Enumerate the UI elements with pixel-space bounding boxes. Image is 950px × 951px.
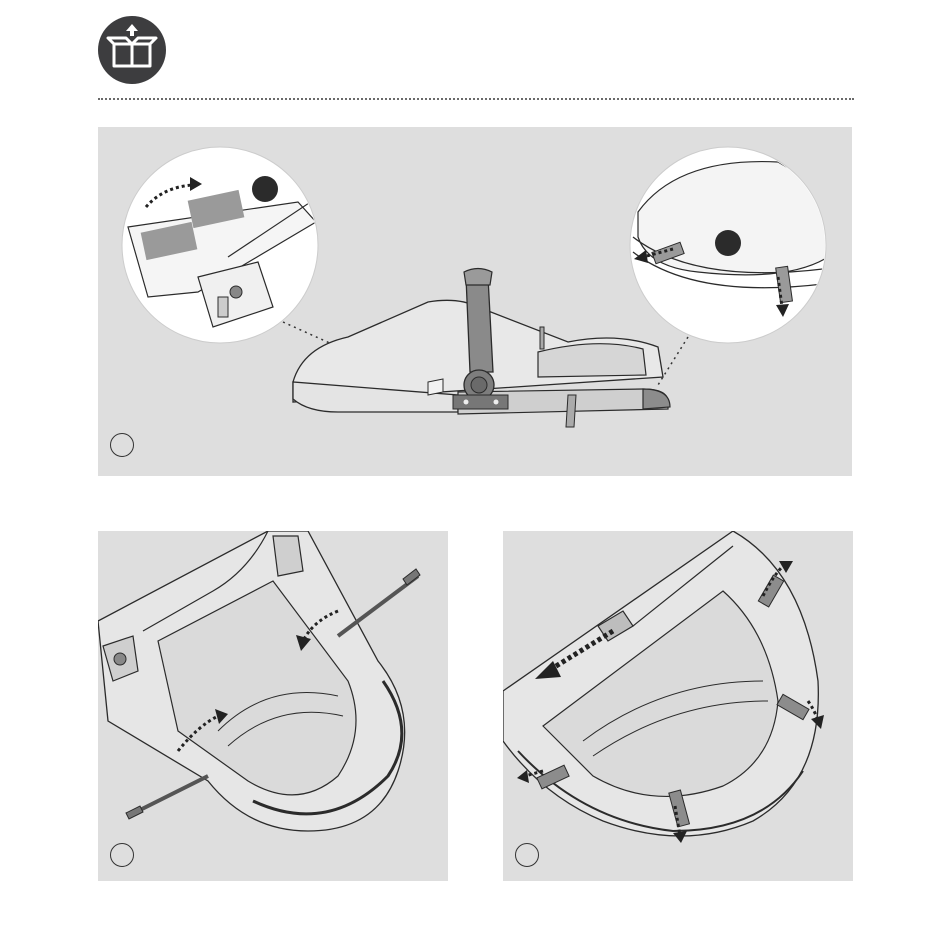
step-marker [110,843,134,867]
illustration-panel-1 [98,127,852,476]
illustration-panel-3 [503,531,853,881]
carrycot-side-view [98,127,852,476]
carrycot-top-view-straps [503,531,853,881]
section-divider [98,98,854,100]
unbox-icon [98,16,166,84]
step-marker [110,433,134,457]
illustration-panel-2 [98,531,448,881]
step-marker [515,843,539,867]
carrycot-top-view-frame [98,531,448,881]
